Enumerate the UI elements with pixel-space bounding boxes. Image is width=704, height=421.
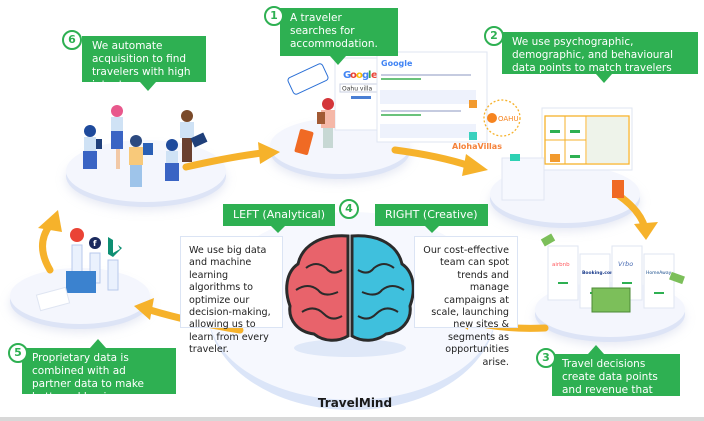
ad-partner-data-illustration: f	[35, 228, 122, 312]
arrowhead-center-to-5	[134, 298, 154, 320]
matching-monitor-illustration	[501, 107, 633, 201]
google-logo	[70, 228, 84, 242]
bottom-divider	[0, 417, 704, 421]
oahu-match-illustration: OAHU	[483, 99, 521, 137]
arrowhead-2-to-3	[634, 222, 658, 240]
speech-bubble	[287, 63, 329, 95]
step-5-callout: Proprietary data is combined with ad par…	[22, 339, 176, 416]
traveler	[294, 98, 335, 155]
arrow-6-to-1	[182, 149, 266, 171]
svg-text:Booking.com: Booking.com	[582, 270, 615, 276]
money-stack	[591, 287, 631, 313]
svg-text:l: l	[368, 70, 371, 81]
svg-text:f: f	[93, 239, 97, 248]
right-creative-description: Our cost-effective team can spot trends …	[414, 236, 518, 368]
step-3-callout: Travel decisions create data points and …	[552, 345, 680, 421]
svg-text:o: o	[356, 70, 363, 81]
svg-text:g: g	[362, 70, 369, 81]
step-2-callout: We use psychographic, demographic, and b…	[502, 32, 698, 87]
person-1	[83, 125, 102, 169]
bookings-revenue-illustration: airbnb Booking.com Vrbo HomeAway	[540, 233, 685, 313]
person-2	[111, 105, 123, 169]
person-5	[180, 110, 208, 162]
left-analytical-label: LEFT (Analytical)	[223, 204, 336, 233]
arrowhead-6-to-1	[258, 142, 280, 164]
brain-illustration	[285, 234, 415, 357]
svg-text:G: G	[343, 70, 351, 81]
arrowhead-1-to-2	[462, 154, 488, 176]
step-2-badge: 2	[484, 26, 504, 46]
oahu-tag: OAHU	[498, 115, 519, 123]
svg-text:o: o	[350, 70, 357, 81]
search-query: Oahu villa	[342, 86, 372, 93]
travelmind-brand: TravelMind	[317, 396, 393, 410]
right-hemisphere	[350, 234, 415, 342]
person-3	[129, 135, 153, 187]
step-6-callout: We automate acquisition to find traveler…	[82, 36, 206, 91]
svg-text:airbnb: airbnb	[552, 262, 570, 268]
step-5-badge: 5	[8, 343, 28, 363]
svg-text:Vrbo: Vrbo	[618, 260, 633, 268]
svg-text:e: e	[371, 70, 378, 81]
svg-text:HomeAway: HomeAway	[646, 270, 672, 276]
step-3-badge: 3	[536, 348, 556, 368]
person-4	[165, 139, 179, 181]
left-hemisphere	[285, 234, 350, 342]
step-1-callout: A traveler searches for accommodation.	[280, 8, 398, 65]
facebook-logo	[89, 237, 101, 249]
search-illustration: G o o g l e Oahu villa Google	[287, 51, 488, 155]
step-4-badge: 4	[339, 199, 359, 219]
team-illustration	[83, 105, 208, 187]
svg-text:Google: Google	[381, 59, 413, 68]
bing-logo	[108, 237, 122, 257]
right-creative-label: RIGHT (Creative)	[375, 204, 488, 233]
step-1-badge: 1	[264, 6, 284, 26]
left-analytical-description: We use big data and machine learning alg…	[180, 236, 283, 355]
aloha-villas-logo: AlohaVillas	[452, 142, 502, 151]
step-6-badge: 6	[62, 30, 82, 50]
arrowhead-5-to-6	[38, 210, 62, 232]
